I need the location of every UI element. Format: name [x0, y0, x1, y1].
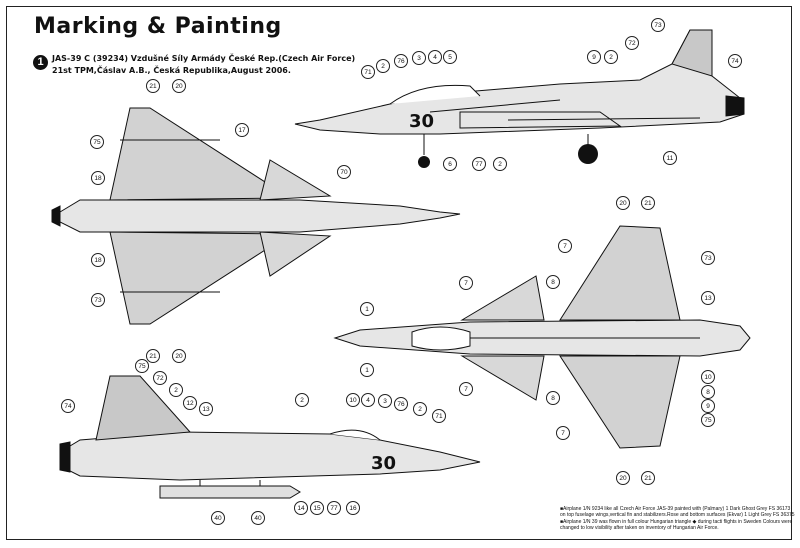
callout: 73	[701, 251, 715, 265]
scheme-line-1: JAS-39 C (39234) Vzdušné Síly Armády Čes…	[52, 54, 356, 63]
callout: 20	[616, 471, 630, 485]
callout: 8	[546, 391, 560, 405]
callout: 74	[61, 399, 75, 413]
paint-note-4: changed to low visibility after taken on…	[560, 525, 719, 531]
callout: 73	[651, 18, 665, 32]
callout: 75	[90, 135, 104, 149]
callout: 17	[235, 123, 249, 137]
plan-view-top	[51, 107, 461, 325]
nose-wheel	[418, 156, 430, 168]
paint-note-3: ■Airplane 1/N 39 was flown in full colou…	[560, 519, 793, 525]
callout: 15	[310, 501, 324, 515]
callout: 2	[295, 393, 309, 407]
callout: 21	[146, 79, 160, 93]
callout: 21	[146, 349, 160, 363]
callout: 20	[616, 196, 630, 210]
callout: 2	[493, 157, 507, 171]
plan-view-bottom	[333, 225, 751, 449]
callout: 4	[428, 50, 442, 64]
callout: 72	[153, 371, 167, 385]
callout: 13	[199, 402, 213, 416]
main-wheel	[578, 144, 598, 164]
callout: 7	[459, 276, 473, 290]
callout: 2	[169, 383, 183, 397]
side-view-bottom	[59, 375, 481, 499]
callout: 11	[663, 151, 677, 165]
side-view-top	[294, 29, 745, 155]
callout: 2	[413, 402, 427, 416]
callout: 20	[172, 79, 186, 93]
callout: 40	[251, 511, 265, 525]
callout: 71	[361, 65, 375, 79]
callout: 8	[701, 385, 715, 399]
side-number-top: 30	[409, 111, 434, 132]
callout: 71	[432, 409, 446, 423]
callout: 40	[211, 511, 225, 525]
paint-note-2: on top fuselage wings,vertical fin and s…	[560, 512, 795, 518]
callout: 7	[558, 239, 572, 253]
callout: 3	[412, 51, 426, 65]
page-title: Marking & Painting	[34, 14, 282, 39]
callout: 1	[360, 302, 374, 316]
callout: 7	[459, 382, 473, 396]
callout: 2	[604, 50, 618, 64]
callout: 21	[641, 196, 655, 210]
callout: 1	[360, 363, 374, 377]
callout: 7	[556, 426, 570, 440]
callout: 75	[135, 359, 149, 373]
callout: 76	[394, 397, 408, 411]
callout: 77	[472, 157, 486, 171]
callout: 13	[701, 291, 715, 305]
callout: 8	[546, 275, 560, 289]
callout: 6	[443, 157, 457, 171]
callout: 5	[443, 50, 457, 64]
scheme-number-badge: 1	[33, 55, 48, 70]
callout: 14	[294, 501, 308, 515]
paint-note-1: ■Airplane 1/N 9234 like all Czech Air Fo…	[560, 506, 791, 512]
callout: 18	[91, 171, 105, 185]
callout: 21	[641, 471, 655, 485]
callout: 4	[361, 393, 375, 407]
callout: 72	[625, 36, 639, 50]
callout: 74	[728, 54, 742, 68]
callout: 3	[378, 394, 392, 408]
callout: 75	[701, 413, 715, 427]
callout: 12	[183, 396, 197, 410]
callout: 2	[376, 59, 390, 73]
callout: 9	[587, 50, 601, 64]
callout: 76	[394, 54, 408, 68]
callout: 9	[701, 399, 715, 413]
side-number-bottom: 30	[371, 453, 396, 474]
callout: 77	[327, 501, 341, 515]
callout: 70	[337, 165, 351, 179]
callout: 18	[91, 253, 105, 267]
callout: 10	[346, 393, 360, 407]
scheme-line-2: 21st TPM,Čáslav A.B., Česká Republika,Au…	[52, 66, 291, 75]
sheet-border	[6, 6, 792, 540]
callout: 20	[172, 349, 186, 363]
callout: 16	[346, 501, 360, 515]
callout: 10	[701, 370, 715, 384]
callout: 73	[91, 293, 105, 307]
